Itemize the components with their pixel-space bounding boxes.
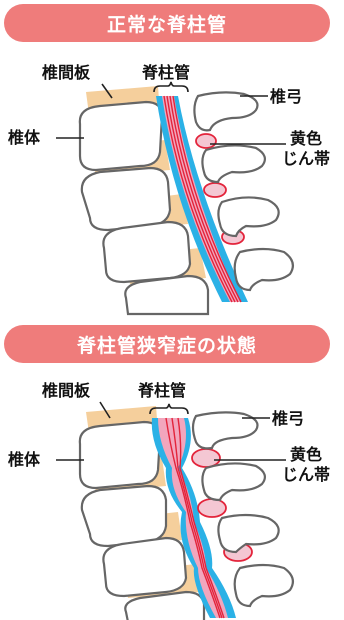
label-ligament-line2: じん帯 [282,466,330,484]
canal-bracket [154,82,188,92]
label-ligament-line1: 黄色 [290,130,322,148]
label-canal: 脊柱管 [138,382,186,400]
label-ligament-line2: じん帯 [282,150,330,168]
panel-title-normal: 正常な脊柱管 [4,4,330,42]
label-body: 椎体 [8,129,40,147]
label-canal: 脊柱管 [142,64,190,82]
label-disc: 椎間板 [42,382,90,400]
label-arch: 椎弓 [272,410,304,428]
label-ligament-line1: 黄色 [290,446,322,464]
label-body: 椎体 [8,451,40,469]
panel-title-stenosis: 脊柱管狭窄症の状態 [4,325,330,363]
stenosis-spine-panel: 椎間板 脊柱管 椎弓 椎体 黄色 じん帯 [0,372,344,620]
label-disc: 椎間板 [42,64,90,82]
normal-spine-panel: 椎間板 脊柱管 椎弓 椎体 黄色 じん帯 [0,52,344,312]
label-arch: 椎弓 [270,88,302,106]
